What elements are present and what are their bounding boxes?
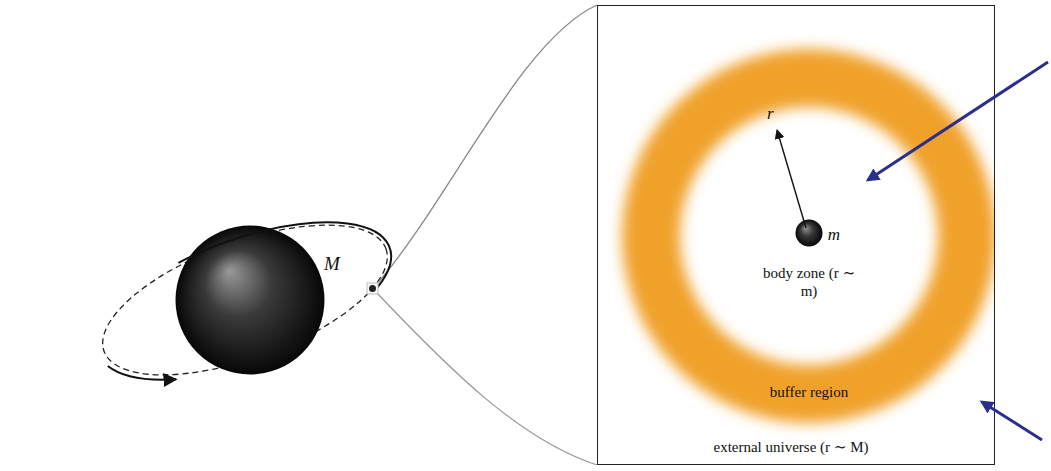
radius-arrow [777, 130, 806, 228]
zoom-leader [376, 292, 597, 465]
node-label: body zone (r ∼ m) [761, 264, 857, 300]
orbit-direction-arrow [108, 346, 176, 400]
ring-outline [619, 46, 995, 426]
node-label: external universe (r ∼ M) [598, 438, 984, 456]
orbit-front [82, 190, 407, 400]
dashed-orbit [84, 194, 406, 406]
node-label: m [826, 225, 842, 245]
central-mass: M [175, 225, 325, 375]
small-body: m [795, 219, 823, 247]
node-label: buffer region [769, 383, 849, 401]
zoom-leader [376, 5, 597, 285]
pointer-arrow [982, 402, 1042, 440]
zoom-marker [367, 283, 378, 294]
pointer-arrow [868, 62, 1048, 180]
node-label: M [317, 253, 347, 276]
orbit [84, 194, 406, 406]
zoom-panel: m body zone (r ∼ m) buffer region external … [597, 5, 995, 465]
sphere-outline [175, 225, 325, 375]
sphere-body [176, 226, 325, 375]
variable-label: r [767, 104, 774, 124]
small-sphere-outline [795, 219, 823, 247]
buffer-band [651, 78, 967, 394]
sphere-body [796, 220, 823, 247]
small-body-dot [369, 285, 376, 292]
buffer-ring: m body zone (r ∼ m) buffer region [619, 46, 995, 426]
orbit-arc [177, 190, 401, 349]
body-zone: m body zone (r ∼ m) [689, 116, 929, 356]
